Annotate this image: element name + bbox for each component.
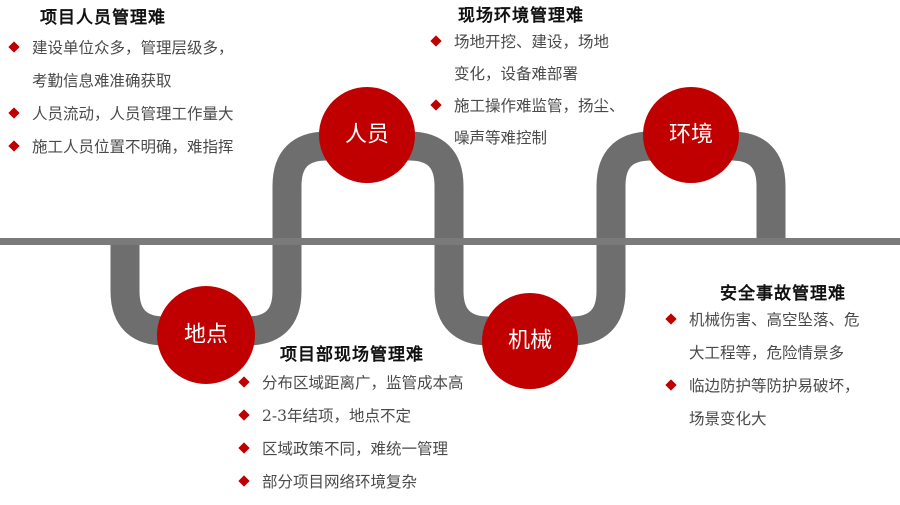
node-personnel: 人员 bbox=[319, 87, 415, 183]
diamond-bullet-icon bbox=[238, 409, 250, 421]
panel-title: 安全事故管理难 bbox=[720, 284, 846, 304]
node-environment: 环境 bbox=[643, 87, 739, 183]
diamond-bullet-icon bbox=[238, 475, 250, 487]
item-text: 临边防护等防护易破坏， bbox=[689, 377, 860, 395]
node-location: 地点 bbox=[157, 286, 255, 384]
item-text: 分布区域距离广，监管成本高 bbox=[262, 374, 464, 392]
diamond-bullet-icon bbox=[8, 140, 20, 152]
list-item: 施工人员位置不明确，难指挥 bbox=[6, 131, 234, 164]
diamond-bullet-icon bbox=[430, 99, 442, 111]
list-item: 部分项目网络环境复杂 bbox=[236, 466, 464, 499]
panel-title: 项目人员管理难 bbox=[40, 8, 166, 28]
list-item: 场地开挖、建设，场地 变化，设备难部署 bbox=[428, 26, 625, 90]
item-text: 部分项目网络环境复杂 bbox=[262, 473, 418, 491]
list-item: 2-3年结项，地点不定 bbox=[236, 400, 464, 433]
panel-site: 项目部现场管理难 分布区域距离广，监管成本高 2-3年结项，地点不定 区域政策不… bbox=[236, 344, 464, 499]
list-item: 机械伤害、高空坠落、危 大工程等，危险情景多 bbox=[663, 304, 860, 370]
item-text: 施工人员位置不明确，难指挥 bbox=[32, 138, 234, 156]
panel-title: 项目部现场管理难 bbox=[280, 345, 424, 365]
panel-title: 现场环境管理难 bbox=[458, 6, 584, 26]
item-text: 场景变化大 bbox=[689, 410, 767, 428]
node-label: 机械 bbox=[508, 329, 552, 354]
node-label: 人员 bbox=[345, 123, 389, 148]
baseline-overlay bbox=[0, 238, 900, 245]
diamond-bullet-icon bbox=[238, 376, 250, 388]
item-text: 建设单位众多，管理层级多， bbox=[32, 39, 234, 57]
node-circle bbox=[157, 286, 255, 384]
diamond-bullet-icon bbox=[665, 313, 677, 325]
item-text: 考勤信息难准确获取 bbox=[32, 72, 172, 90]
diamond-bullet-icon bbox=[665, 379, 677, 391]
node-circle bbox=[643, 87, 739, 183]
item-text: 机械伤害、高空坠落、危 bbox=[689, 311, 860, 329]
diamond-bullet-icon bbox=[8, 41, 20, 53]
list-item: 区域政策不同，难统一管理 bbox=[236, 433, 464, 466]
item-text: 2-3年结项，地点不定 bbox=[262, 407, 411, 425]
node-circle bbox=[482, 293, 578, 389]
list-item: 施工操作难监管，扬尘、 噪声等难控制 bbox=[428, 90, 625, 154]
item-text: 变化，设备难部署 bbox=[454, 65, 579, 83]
node-label: 环境 bbox=[669, 123, 713, 148]
node-circle bbox=[319, 87, 415, 183]
node-machinery: 机械 bbox=[482, 293, 578, 389]
item-text: 人员流动，人员管理工作量大 bbox=[32, 105, 234, 123]
item-text: 大工程等，危险情景多 bbox=[689, 344, 845, 362]
list-item: 临边防护等防护易破坏， 场景变化大 bbox=[663, 370, 860, 436]
node-label: 地点 bbox=[184, 323, 228, 348]
list-item: 建设单位众多，管理层级多， 考勤信息难准确获取 bbox=[6, 32, 234, 98]
diamond-bullet-icon bbox=[8, 107, 20, 119]
list-item: 人员流动，人员管理工作量大 bbox=[6, 98, 234, 131]
diamond-bullet-icon bbox=[238, 442, 250, 454]
item-text: 噪声等难控制 bbox=[454, 129, 548, 147]
list-item: 分布区域距离广，监管成本高 bbox=[236, 367, 464, 400]
item-text: 施工操作难监管，扬尘、 bbox=[454, 97, 625, 115]
panel-safety: 安全事故管理难 机械伤害、高空坠落、危 大工程等，危险情景多 临边防护等防护易破… bbox=[663, 283, 860, 436]
diamond-bullet-icon bbox=[430, 35, 442, 47]
panel-personnel: 项目人员管理难 建设单位众多，管理层级多， 考勤信息难准确获取 人员流动，人员管… bbox=[6, 7, 234, 164]
panel-environment: 现场环境管理难 场地开挖、建设，场地 变化，设备难部署 施工操作难监管，扬尘、 … bbox=[428, 5, 625, 154]
item-text: 场地开挖、建设，场地 bbox=[454, 33, 610, 51]
item-text: 区域政策不同，难统一管理 bbox=[262, 440, 449, 458]
